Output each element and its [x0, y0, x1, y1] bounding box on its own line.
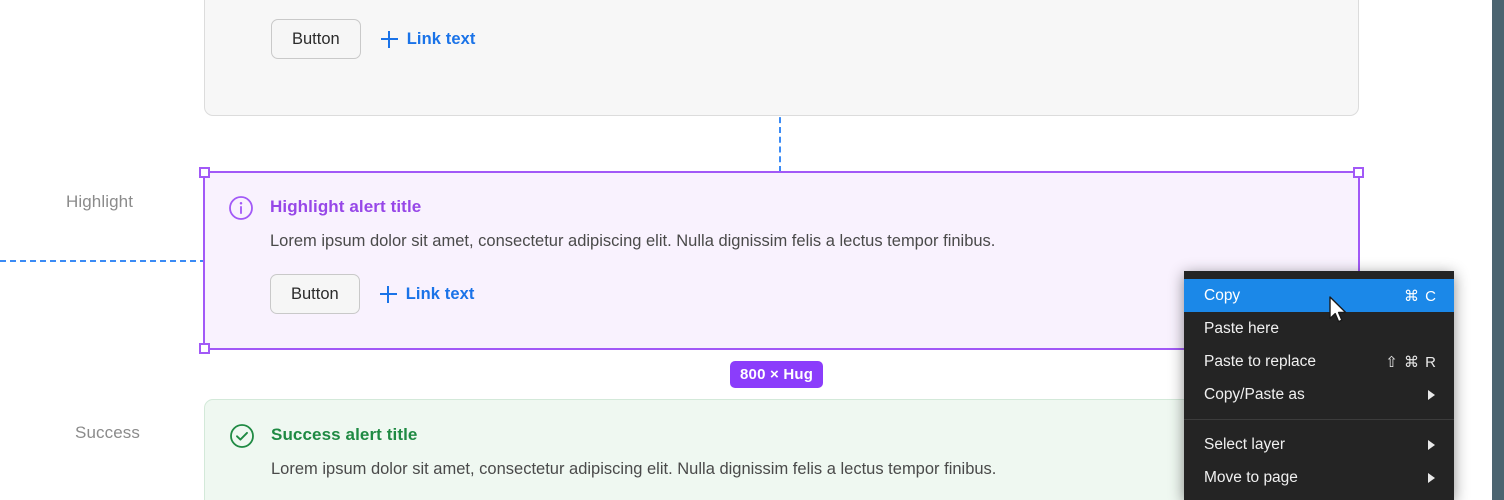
alert-link-label: Link text — [405, 284, 475, 303]
right-edge-strip — [1492, 0, 1504, 500]
context-menu-item-label: Copy — [1204, 286, 1241, 304]
context-menu-item-shortcut: ⌘ C — [1404, 287, 1437, 305]
alert-link[interactable]: Link text — [380, 29, 476, 49]
context-menu-separator — [1184, 419, 1454, 420]
context-menu-item-paste-here[interactable]: Paste here — [1184, 312, 1454, 345]
submenu-arrow-icon — [1428, 389, 1435, 400]
context-menu-item-copy-paste-as[interactable]: Copy/Paste as — [1184, 378, 1454, 411]
alert-link-label: Link text — [406, 29, 476, 48]
row-label-highlight: Highlight — [66, 192, 134, 211]
alert-card-success[interactable]: Success alert title Lorem ipsum dolor si… — [204, 399, 1359, 500]
mouse-cursor — [1328, 296, 1350, 326]
context-menu[interactable]: Copy ⌘ C Paste here Paste to replace ⇧ ⌘… — [1184, 271, 1454, 500]
plus-icon — [379, 285, 397, 303]
alert-title: Highlight alert title — [270, 197, 422, 216]
context-menu-item-label: Move to page — [1204, 468, 1298, 486]
alert-title: Success alert title — [271, 425, 418, 444]
alert-body-text: Lorem ipsum dolor sit amet, consectetur … — [271, 460, 997, 478]
alert-button[interactable]: Button — [271, 19, 361, 59]
check-circle-icon — [229, 423, 255, 449]
context-menu-item-label: Copy/Paste as — [1204, 385, 1305, 403]
submenu-arrow-icon — [1428, 472, 1435, 483]
size-badge: 800 × Hug — [730, 361, 824, 388]
context-menu-item-select-layer[interactable]: Select layer — [1184, 428, 1454, 461]
alert-header: Success alert title — [229, 422, 1334, 449]
alert-body-text: Lorem ipsum dolor sit amet, consectetur … — [270, 232, 996, 250]
context-menu-item-shortcut: ⇧ ⌘ R — [1385, 353, 1437, 371]
context-menu-item-paste-to-replace[interactable]: Paste to replace ⇧ ⌘ R — [1184, 345, 1454, 378]
plus-icon — [380, 30, 398, 48]
submenu-arrow-icon — [1428, 439, 1435, 450]
context-menu-item-copy[interactable]: Copy ⌘ C — [1184, 279, 1454, 312]
alert-link[interactable]: Link text — [379, 284, 475, 304]
alert-card-highlight[interactable]: Highlight alert title Lorem ipsum dolor … — [204, 172, 1359, 349]
alert-card-neutral[interactable]: Lorem ipsum dolor sit amet, consectetur … — [204, 0, 1359, 116]
context-menu-item-label: Select layer — [1204, 435, 1285, 453]
alert-actions: Button Link text — [271, 19, 1334, 59]
row-label-success: Success — [75, 423, 140, 442]
info-circle-icon — [228, 195, 254, 221]
context-menu-item-label: Paste to replace — [1204, 352, 1317, 370]
alert-header: Highlight alert title — [228, 194, 1335, 221]
alert-button[interactable]: Button — [270, 274, 360, 314]
horizontal-guide — [0, 260, 206, 262]
context-menu-item-label: Paste here — [1204, 319, 1279, 337]
context-menu-item-move-to-page[interactable]: Move to page — [1184, 461, 1454, 494]
alert-actions: Button Link text — [270, 274, 1335, 314]
